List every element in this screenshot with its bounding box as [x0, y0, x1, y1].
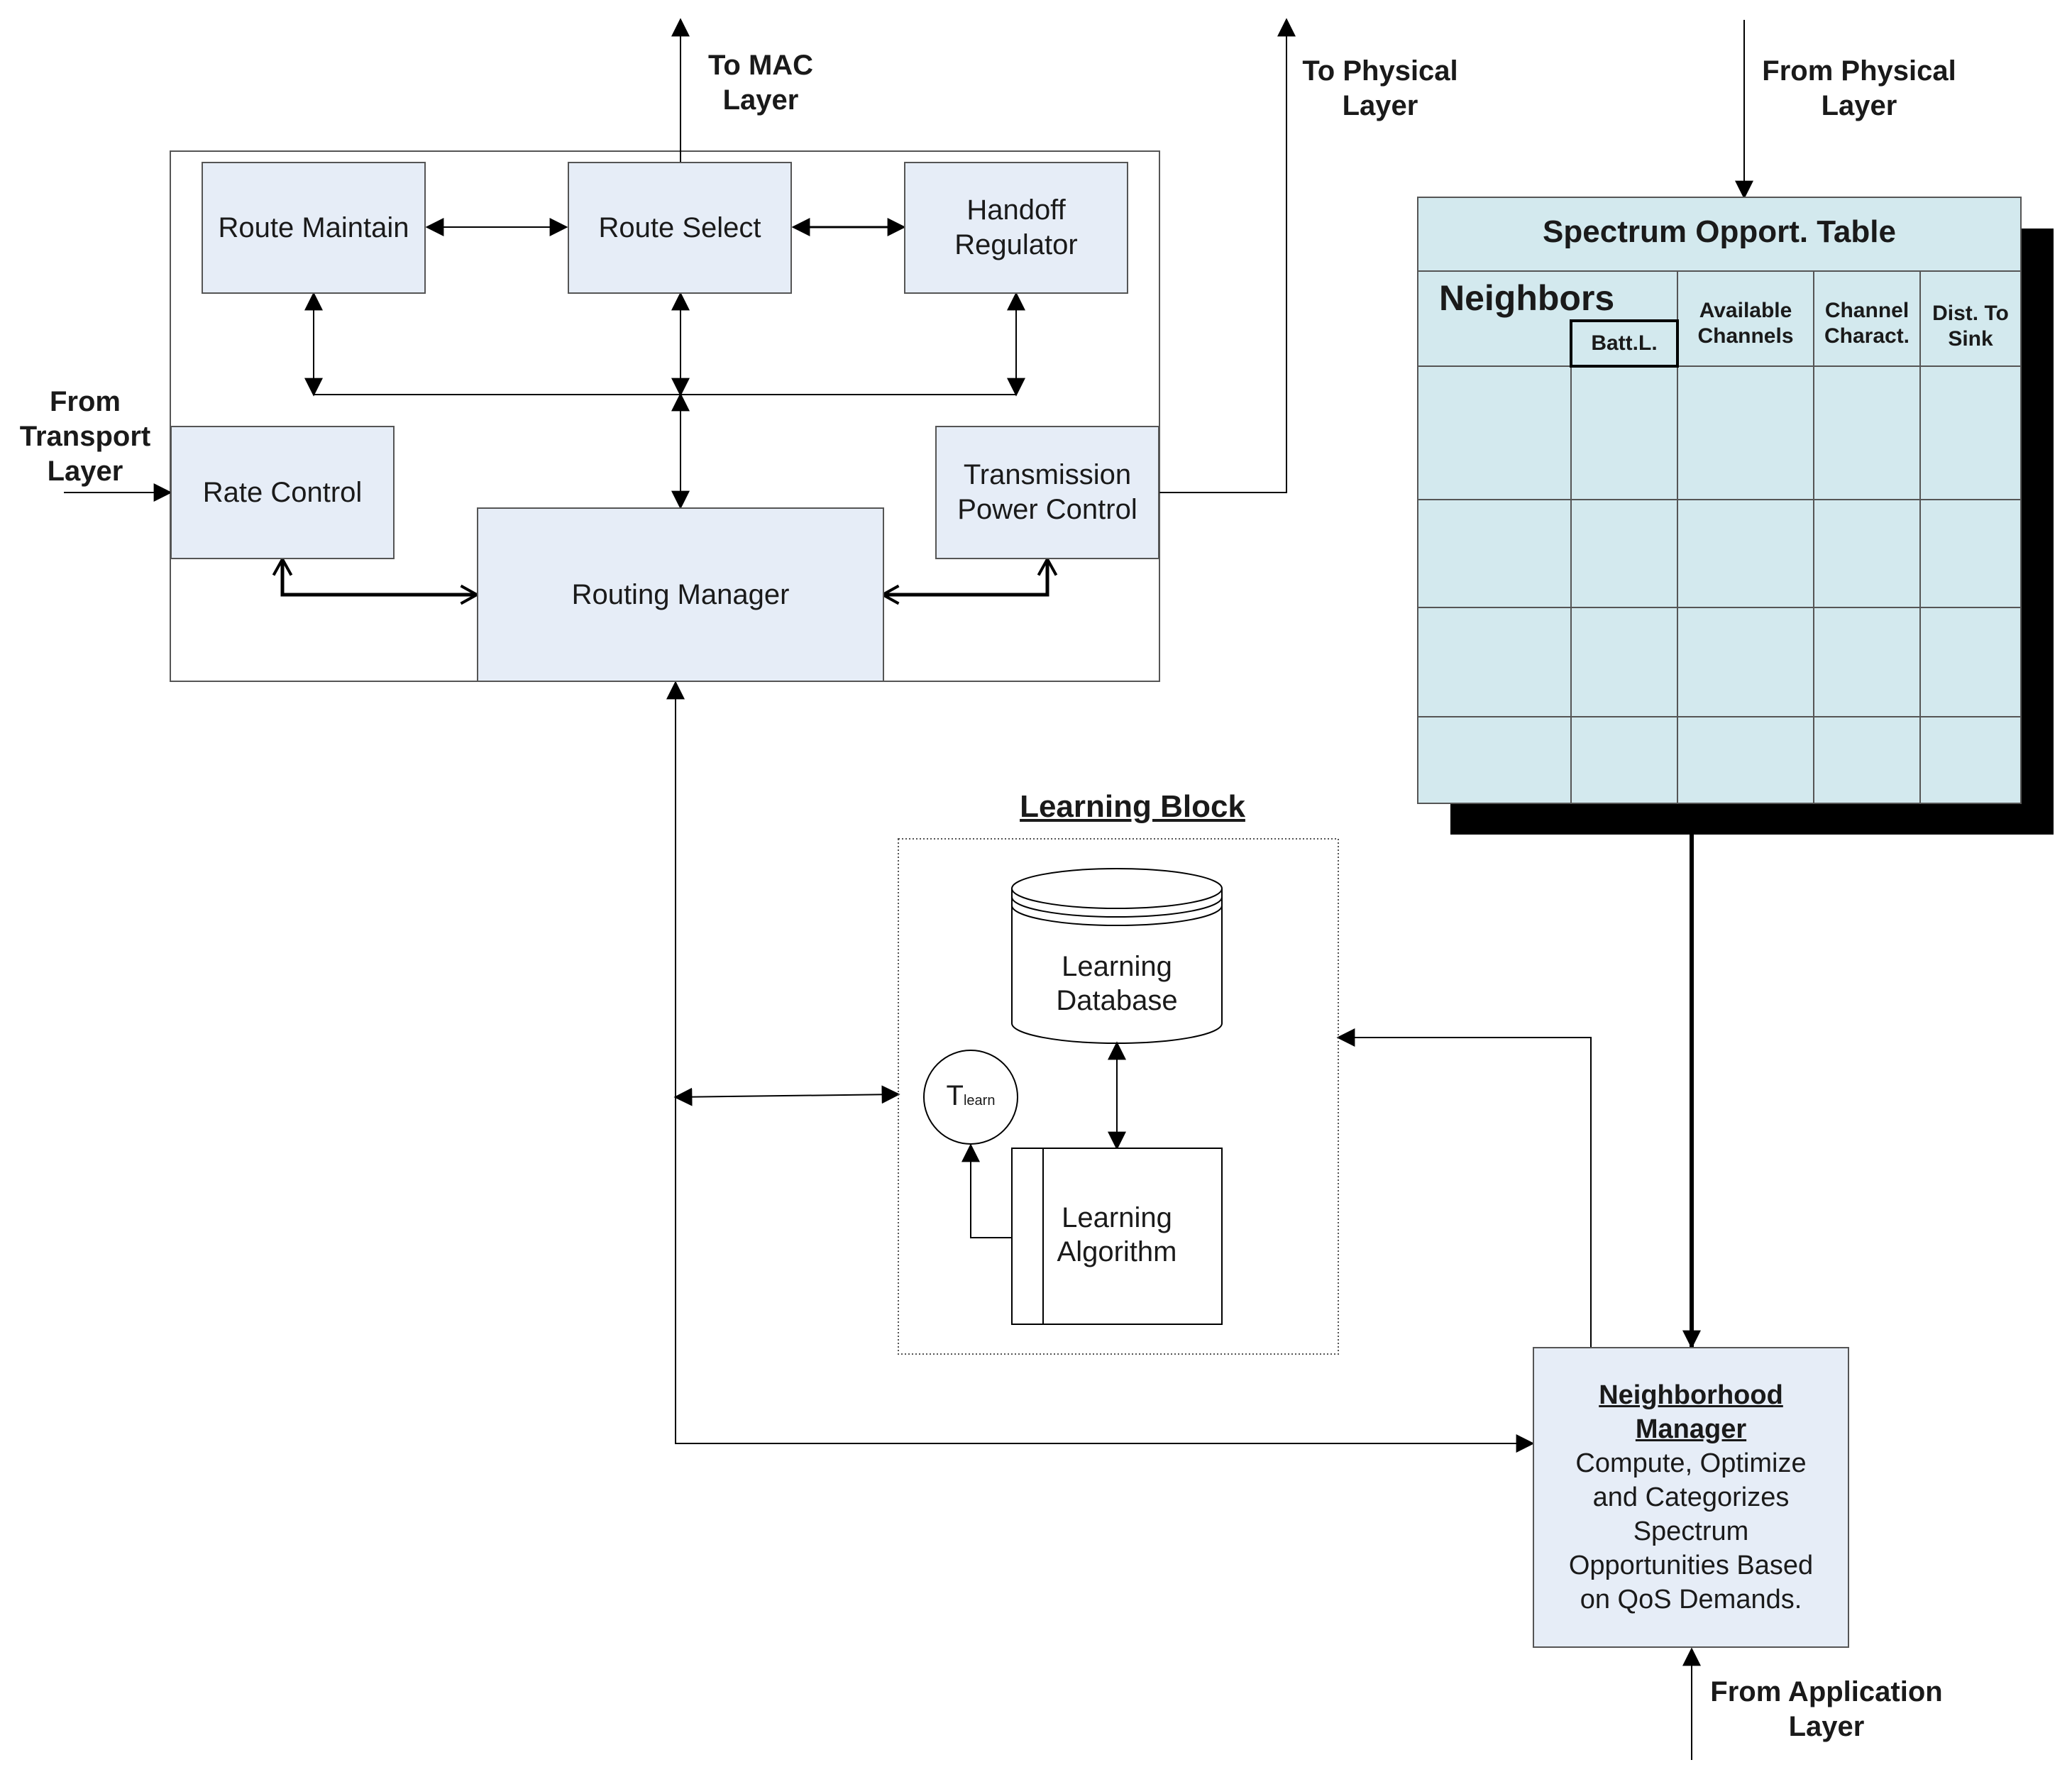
learning-block-title: Learning Block	[1020, 789, 1245, 824]
route-select-block: Route Select	[568, 162, 792, 294]
routing-manager-block: Routing Manager	[477, 507, 884, 682]
transmission-power-label-1: Transmission	[963, 459, 1132, 490]
to-physical-arrow	[1159, 18, 1296, 493]
transmission-power-block: Transmission Power Control	[935, 426, 1159, 559]
learning-algorithm-label: Learning Algorithm	[1057, 1202, 1177, 1267]
rate-control-label: Rate Control	[202, 476, 363, 508]
from-application-label: From Application Layer	[1710, 1676, 1943, 1742]
to-physical-label: To Physical Layer	[1302, 55, 1458, 121]
learning-database-icon	[1011, 868, 1223, 1044]
handoff-regulator-block: Handoff Regulator	[904, 162, 1128, 294]
neighborhood-manager-title-2: Manager	[1635, 1414, 1747, 1444]
timer-label: Tlearn	[946, 1080, 996, 1111]
from-physical-label: From Physical Layer	[1762, 55, 1956, 121]
neighbors-header: Neighbors	[1439, 278, 1615, 318]
neighborhood-manager-block: Neighborhood Manager Compute, Optimize a…	[1533, 1347, 1849, 1648]
route-maintain-label: Route Maintain	[218, 211, 409, 243]
dist-to-sink-header: Dist. To Sink	[1932, 302, 2009, 351]
handoff-regulator-label-2: Regulator	[954, 229, 1078, 260]
rate-routing-arrow	[272, 556, 480, 605]
handoff-regulator-label-1: Handoff	[966, 194, 1066, 226]
rate-control-block: Rate Control	[170, 426, 395, 559]
transmission-power-label-2: Power Control	[957, 494, 1137, 525]
to-mac-label: To MAC Layer	[707, 50, 814, 116]
neighborhood-manager-desc-2: and Categorizes	[1592, 1482, 1790, 1512]
spectrum-table-title: Spectrum Opport. Table	[1543, 214, 1896, 249]
route-maintain-block: Route Maintain	[202, 162, 426, 294]
neighborhood-manager-desc-3: Spectrum	[1633, 1517, 1749, 1546]
algorithm-timer-arrow	[961, 1143, 1012, 1238]
neighborhood-manager-desc-1: Compute, Optimize	[1575, 1448, 1807, 1478]
routing-manager-label: Routing Manager	[571, 578, 790, 610]
neighborhood-manager-desc-5: on QoS Demands.	[1580, 1585, 1802, 1614]
learning-algorithm-box	[1011, 1148, 1223, 1325]
channel-charact-header: Channel Charact.	[1824, 299, 1910, 348]
neighborhood-manager-title-1: Neighborhood	[1599, 1380, 1783, 1410]
power-routing-arrow	[879, 556, 1058, 605]
neighborhood-manager-desc-4: Opportunities Based	[1568, 1551, 1814, 1580]
routing-neighborhood-arrow	[666, 681, 1535, 1453]
available-channels-header: Available Channels	[1697, 299, 1794, 348]
route-select-label: Route Select	[598, 211, 761, 243]
neighborhood-learning-arrow	[1336, 1028, 1592, 1347]
routing-learning-arrow	[673, 1085, 900, 1106]
learning-block-frame	[898, 838, 1339, 1355]
batt-header: Batt.L.	[1591, 331, 1658, 355]
batt-cell	[1570, 319, 1679, 368]
from-transport-label: From Transport Layer	[19, 386, 151, 487]
learning-database-label: Learning Database	[1056, 951, 1178, 1016]
